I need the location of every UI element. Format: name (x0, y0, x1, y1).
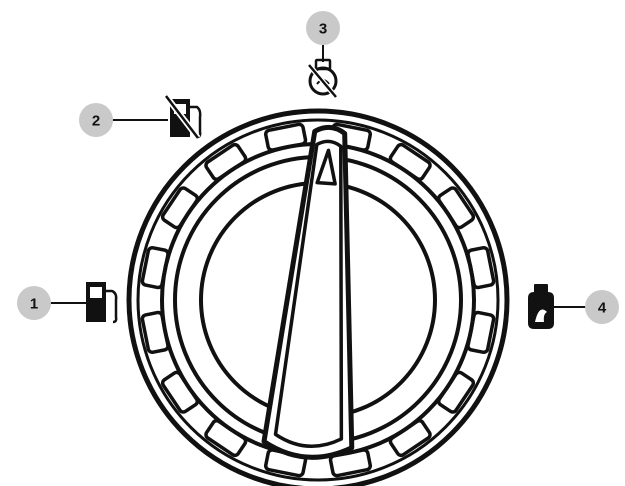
gasoline-off-icon (166, 96, 200, 138)
gasoline-pump-icon (86, 282, 116, 322)
callout-2-number: 2 (92, 113, 100, 130)
callout-4-number: 4 (598, 300, 607, 317)
callout-3-number: 3 (319, 21, 327, 38)
callout-1: 1 (17, 282, 116, 322)
callout-3: 3 (306, 11, 340, 97)
callout-1-number: 1 (30, 296, 38, 313)
fuel-selector-knob[interactable] (129, 111, 507, 486)
propane-off-icon (309, 60, 336, 97)
callout-4: 4 (528, 284, 619, 329)
callout-2: 2 (79, 96, 200, 138)
propane-tank-icon (528, 284, 554, 329)
